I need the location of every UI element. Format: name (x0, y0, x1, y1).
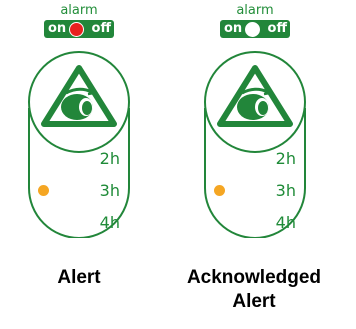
alert-panel: alarm on off 2h 3h 4h Alert (14, 0, 144, 329)
vibration-warning-icon (217, 65, 293, 127)
panel-caption: Alert (57, 267, 101, 288)
alarm-toggle-on-label: on (48, 21, 67, 36)
alarm-toggle-off-label: off (267, 21, 287, 36)
schedule-option-4h[interactable]: 4h (99, 213, 120, 232)
alarm-indicator-dot (69, 22, 84, 37)
alarm-toggle[interactable]: on off (44, 20, 114, 38)
alarm-toggle-off-label: off (91, 21, 111, 36)
schedule-option-2h[interactable]: 2h (275, 149, 296, 168)
alarm-label: alarm (60, 3, 98, 18)
selected-schedule-dot (38, 185, 49, 196)
device-outline (28, 51, 130, 238)
device-outline (204, 51, 306, 238)
vibration-warning-icon (41, 65, 117, 127)
alarm-label: alarm (236, 3, 274, 18)
panel-caption: Acknowledged Alert (186, 267, 322, 312)
schedule-option-2h[interactable]: 2h (99, 149, 120, 168)
alarm-toggle[interactable]: on off (220, 20, 290, 38)
schedule-option-3h[interactable]: 3h (99, 181, 120, 200)
alarm-toggle-on-label: on (224, 21, 243, 36)
schedule-option-4h[interactable]: 4h (275, 213, 296, 232)
selected-schedule-dot (214, 185, 225, 196)
acknowledged-alert-panel: alarm on off 2h 3h 4h Acknowledged Alert (187, 0, 321, 329)
schedule-option-3h[interactable]: 3h (275, 181, 296, 200)
alarm-indicator-dot (245, 22, 260, 37)
